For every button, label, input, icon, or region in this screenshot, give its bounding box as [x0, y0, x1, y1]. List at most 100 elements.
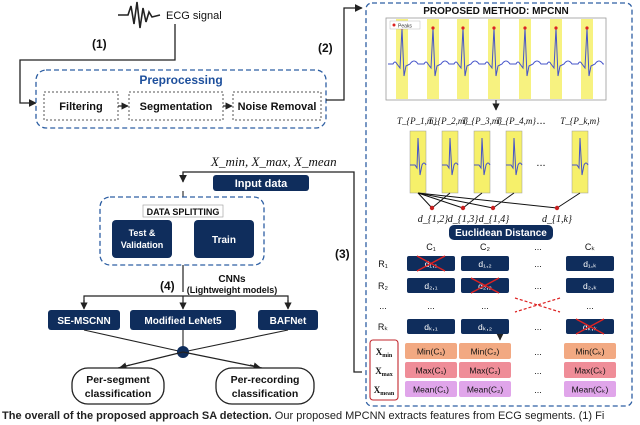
mpcnn-title: PROPOSED METHOD: MPCNN: [423, 6, 569, 17]
peak-label-2: T_{P_2,m}: [428, 116, 468, 126]
model-label-bafnet: BAFNet: [270, 316, 307, 327]
matrix-row-header: Rₖ: [378, 322, 388, 332]
model-label-se-mscnn: SE-MSCNN: [57, 316, 110, 327]
filtering-label: Filtering: [59, 101, 102, 113]
euclidean-distance-box: [449, 225, 553, 240]
stat-cell: [405, 343, 457, 359]
stat-cell: [564, 362, 616, 378]
distance-label-14: d_{1,4}: [479, 214, 510, 225]
model-box-se-mscnn: [48, 310, 120, 330]
model-box-lenet5: [130, 310, 236, 330]
beat-trace: [572, 137, 589, 176]
matrix-cell-label: dₖ,₁: [424, 322, 438, 332]
plot-legend-marker: [392, 23, 396, 27]
peak-marker: [523, 26, 527, 30]
train-box: [194, 220, 254, 258]
plot-legend-box: [389, 20, 421, 30]
matrix-cell: [461, 256, 509, 271]
peak-highlight-bands: [396, 19, 593, 99]
matrix-cell-label: d₁,₂: [478, 259, 491, 269]
beat-ellipsis: ...: [536, 157, 545, 169]
peak-band: [550, 19, 562, 99]
distance-dots: [429, 205, 560, 211]
matrix-col-header: Cₖ: [585, 242, 595, 252]
noise-removal-label: Noise Removal: [238, 101, 317, 113]
cnns-line2: (Lightweight models): [187, 285, 278, 295]
matrix-cell: [407, 278, 455, 293]
flow-arrow-1: [19, 24, 176, 107]
matrix-cross-mark: [470, 277, 500, 294]
beat-trace: [442, 137, 459, 176]
euclidean-distance-label: Euclidean Distance: [455, 228, 547, 239]
matrix-cell: [566, 256, 614, 271]
noise-removal-box: [232, 91, 322, 121]
matrix-row-header: ...: [379, 301, 387, 311]
stat-cell-label: Max(C₁): [416, 366, 447, 376]
test-validation-box: [112, 220, 172, 258]
stat-ellipsis: ...: [534, 347, 542, 357]
filtering-box: [43, 91, 119, 121]
model-branches: [83, 295, 289, 308]
peak-band: [488, 19, 500, 99]
per-recording-line2: classification: [232, 388, 299, 400]
stat-cell-label: Mean(Cₖ): [572, 385, 609, 395]
beat-trace: [410, 137, 427, 176]
stat-cell: [405, 362, 457, 378]
beat-thumbnails: [409, 130, 589, 194]
beat-trace: [506, 137, 523, 176]
peak-marker: [461, 26, 465, 30]
mpcnn-container: [365, 2, 633, 407]
stat-cell-label: Max(C₂): [469, 366, 500, 376]
peak-label-ellipsis: ...: [536, 115, 545, 127]
ecg-trace: [388, 27, 604, 77]
matrix-ellipsis: ...: [481, 301, 489, 311]
peak-label-4: T_{P_4,m}: [496, 116, 536, 126]
step-1-label: (1): [92, 37, 107, 51]
peak-label-1: T_{P_1,m}: [397, 116, 437, 126]
per-recording-line1: Per-recording: [231, 374, 300, 386]
matrix-cell-label: d₂,₁: [424, 281, 437, 291]
per-recording-box: [215, 367, 315, 405]
stat-cell-label: Min(C₁): [417, 347, 446, 357]
stats-label-box: [369, 339, 399, 401]
matrix-row-header: R₁: [378, 259, 388, 269]
step-2-label: (2): [318, 41, 333, 55]
matrix-col-header: C₂: [480, 242, 490, 252]
data-splitting-title: DATA SPLITTING: [147, 207, 220, 217]
peak-band: [396, 19, 408, 99]
stat-ellipsis: ...: [534, 366, 542, 376]
plot-legend-label: Peaks: [398, 24, 412, 30]
stat-cell: [459, 381, 511, 397]
matrix-cell-label: d₁,ₖ: [583, 259, 597, 269]
segmentation-box: [128, 91, 224, 121]
beat-trace: [474, 137, 491, 176]
distance-label-1k: d_{1,k}: [542, 214, 572, 225]
flow-arrow-2: [326, 4, 363, 101]
segmentation-label: Segmentation: [140, 101, 213, 113]
output-arrow-left: [119, 362, 131, 370]
cnns-line1: CNNs: [218, 274, 246, 285]
caption-rest: Our proposed MPCNN extracts features fro…: [271, 410, 605, 422]
matrix-cell-label: dₖ,₂: [478, 322, 492, 332]
stat-cell-label: Min(Cₖ): [575, 347, 604, 357]
stat-cell: [459, 362, 511, 378]
stat-cell-label: Min(C₂): [471, 347, 500, 357]
peak-band: [457, 19, 469, 99]
peak-band: [519, 19, 531, 99]
input-data-box: [213, 175, 309, 191]
matrix-col-header: C₁: [426, 242, 436, 252]
matrix-cell: [566, 278, 614, 293]
stat-cell: [564, 381, 616, 397]
features-label: X_min, X_max, X_mean: [210, 154, 337, 169]
step-3-label: (3): [335, 247, 350, 261]
distance-links: [417, 192, 581, 209]
output-arrows: [117, 351, 263, 369]
per-segment-line2: classification: [85, 388, 152, 400]
caption-bold: The overall of the proposed approach SA …: [2, 410, 272, 422]
model-box-bafnet: [258, 310, 318, 330]
stat-cell: [459, 343, 511, 359]
matrix-col-header: ...: [534, 242, 542, 252]
peak-band: [427, 19, 439, 99]
